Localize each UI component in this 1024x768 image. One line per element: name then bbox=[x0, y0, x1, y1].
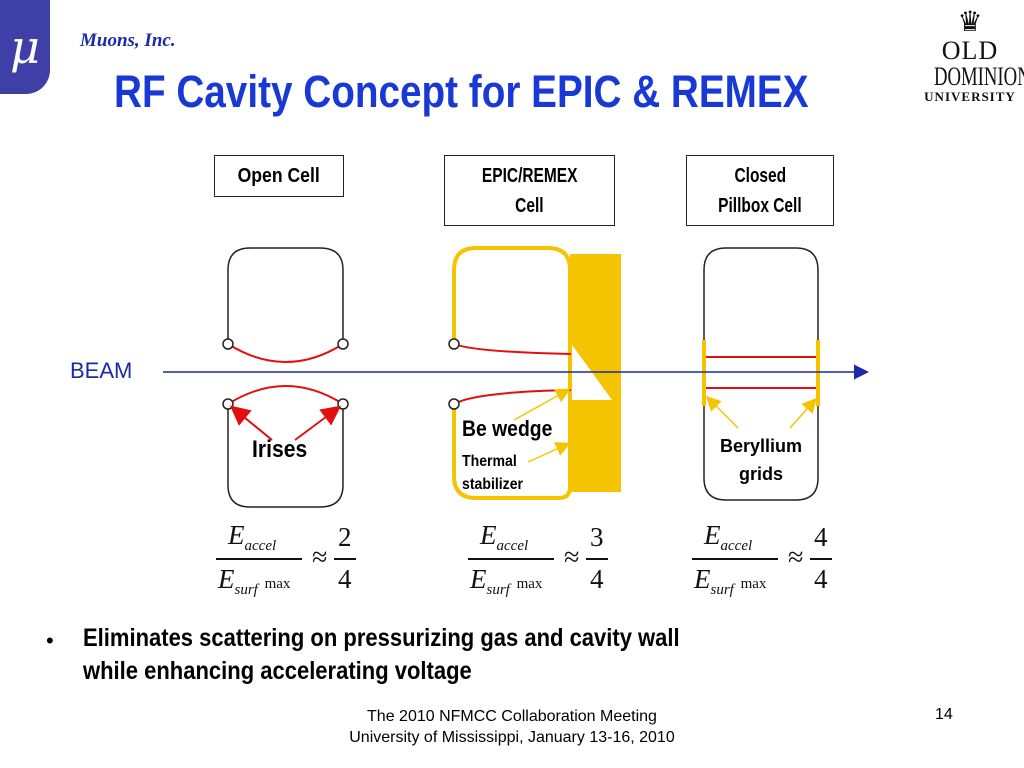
slide-title: RF Cavity Concept for EPIC & REMEX bbox=[114, 66, 809, 117]
open-cell-upper-iris bbox=[227, 343, 344, 363]
open-cell bbox=[222, 247, 349, 508]
iris-tip-ul bbox=[222, 338, 234, 350]
university-logo: ♛ OLD DOMINION UNIVERSITY bbox=[920, 7, 1024, 104]
epic-iris-tip-bottom bbox=[448, 398, 460, 410]
epic-upper-iris bbox=[453, 343, 572, 355]
irises-arrow-left bbox=[229, 405, 273, 441]
equation-epic-remex: Eaccel Esurf max ≈ 3 4 bbox=[462, 520, 622, 610]
beryllium-arrow-right bbox=[789, 397, 817, 429]
irises-label: Irises bbox=[252, 436, 308, 463]
equation-pillbox: Eaccel Esurf max ≈ 4 4 bbox=[686, 520, 846, 610]
closed-pillbox-cell bbox=[702, 247, 820, 501]
company-name: Muons, Inc. bbox=[80, 30, 176, 51]
be-wedge-arrow bbox=[513, 388, 571, 421]
equation-open-cell: Eaccel Esurf max ≈ 2 4 bbox=[210, 520, 370, 610]
epic-upper-wall bbox=[452, 246, 572, 500]
iris-tip-ll bbox=[222, 398, 234, 410]
open-cell-upper-wall bbox=[227, 247, 344, 344]
beryllium-arrow-left bbox=[705, 395, 739, 429]
iris-tip-ur bbox=[337, 338, 349, 350]
be-wedge-label: Be wedge bbox=[462, 416, 553, 441]
open-cell-lower-iris bbox=[227, 385, 344, 405]
bullet-marker: • bbox=[46, 628, 54, 653]
logo-line-1: OLD bbox=[941, 36, 999, 65]
epic-remex-cell bbox=[448, 246, 621, 500]
irises-arrow-right bbox=[294, 405, 342, 441]
open-cell-label: Open Cell bbox=[214, 155, 344, 197]
epic-iris-tip-top bbox=[448, 338, 460, 350]
be-wedge bbox=[570, 254, 621, 492]
pillbox-wall bbox=[703, 247, 819, 501]
crown-icon: ♛ bbox=[957, 7, 983, 38]
epic-lower-iris bbox=[453, 389, 572, 405]
bullet-text: Eliminates scattering on pressurizing ga… bbox=[83, 624, 680, 685]
open-cell-lower-wall bbox=[227, 404, 344, 508]
beam-label: BEAM bbox=[70, 358, 133, 383]
iris-tip-lr bbox=[337, 398, 349, 410]
page-number: 14 bbox=[935, 706, 953, 723]
muons-logo: μ bbox=[0, 0, 50, 94]
logo-line-3: UNIVERSITY bbox=[924, 89, 1016, 104]
thermal-arrow bbox=[527, 442, 571, 463]
